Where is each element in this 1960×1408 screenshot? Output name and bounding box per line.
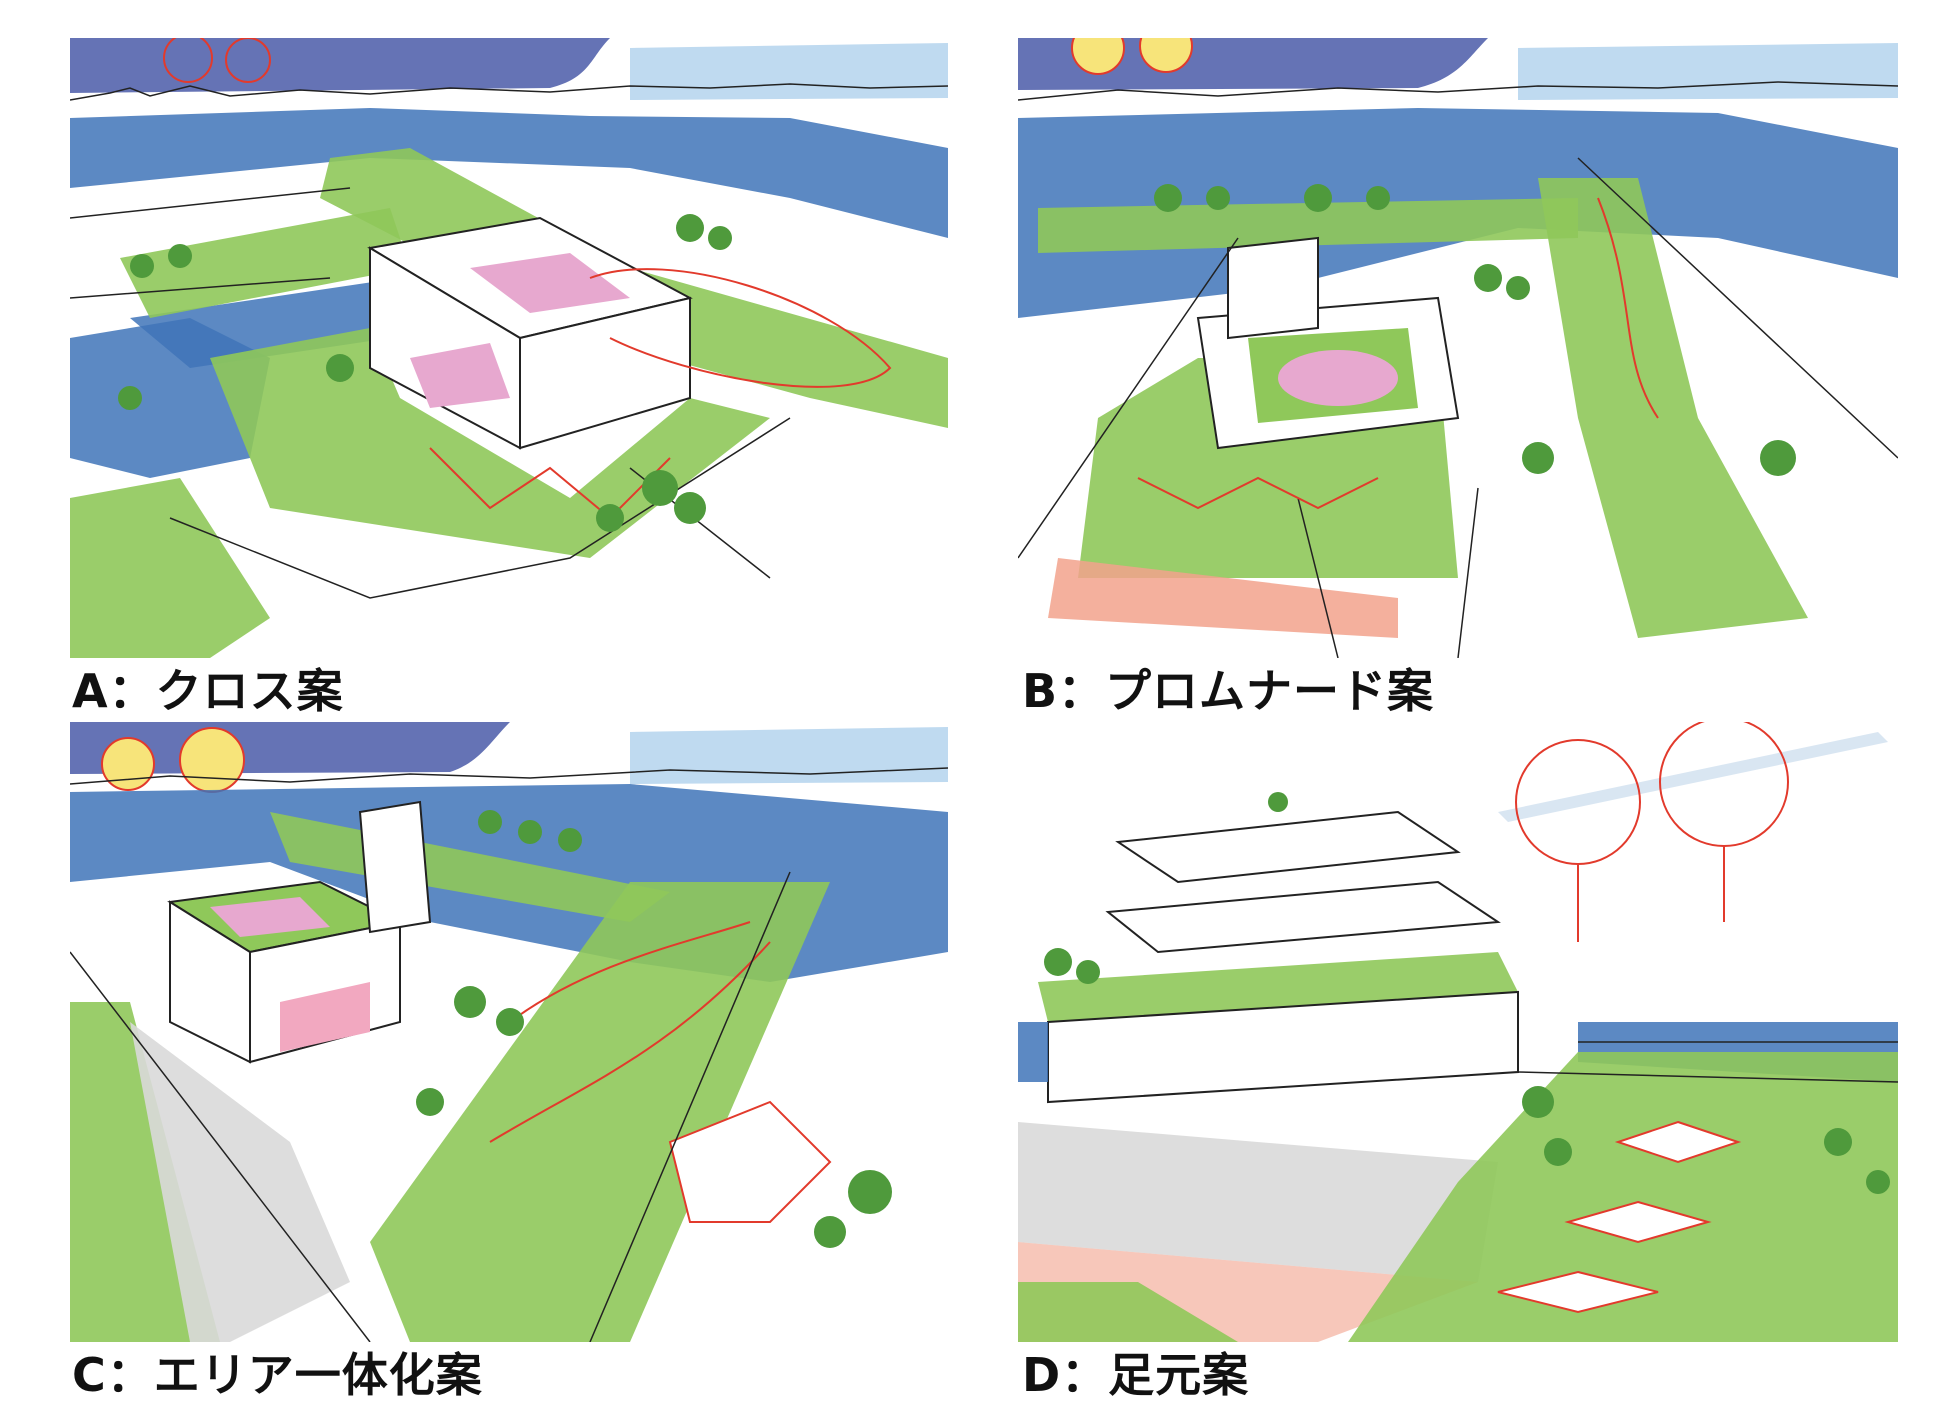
sketch-a-illustration: [70, 38, 948, 658]
sketch-panel-d: [1018, 722, 1898, 1342]
panel-a-caption: A：クロス案: [72, 664, 344, 718]
sketch-b-illustration: [1018, 38, 1898, 658]
panel-b-caption: B：プロムナード案: [1022, 664, 1435, 718]
panel-d-caption: D：足元案: [1022, 1348, 1250, 1402]
panel-c-caption: C：エリア一体化案: [72, 1348, 483, 1402]
sketch-d-illustration: [1018, 722, 1898, 1342]
sketch-panel-a: [70, 38, 948, 658]
sketch-panel-b: [1018, 38, 1898, 658]
sketch-c-illustration: [70, 722, 948, 1342]
sketch-panel-c: [70, 722, 948, 1342]
